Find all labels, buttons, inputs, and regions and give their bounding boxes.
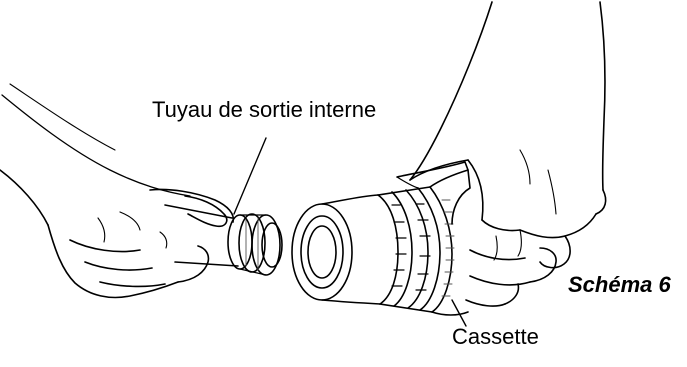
hose-leader-line bbox=[234, 138, 266, 214]
figure-caption: Schéma 6 bbox=[568, 272, 671, 298]
outlet-hose bbox=[165, 205, 282, 275]
hose-label: Tuyau de sortie interne bbox=[152, 97, 376, 123]
cassette-label: Cassette bbox=[452, 324, 539, 350]
cassette-connector bbox=[292, 162, 470, 315]
